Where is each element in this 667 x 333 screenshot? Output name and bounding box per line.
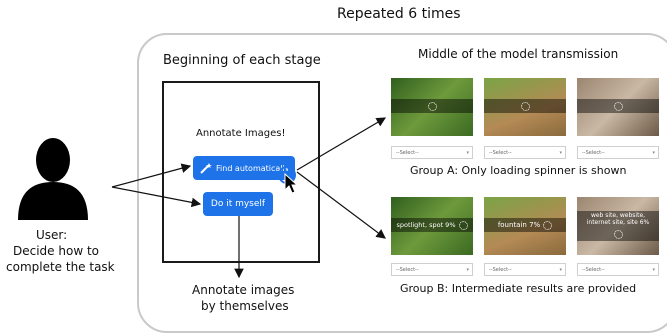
find-automatically-button[interactable]: Find automatically — [193, 156, 295, 180]
groupA-caption: Group A: Only loading spinner is shown — [410, 164, 627, 177]
chevron-down-icon: ▾ — [559, 266, 562, 273]
loading-spinner-icon — [520, 101, 530, 111]
arrow-auto-to-groupB — [296, 171, 386, 239]
do-it-myself-button[interactable]: Do it myself — [203, 192, 273, 216]
user-silhouette-icon — [18, 138, 88, 220]
user-label-3: complete the task — [6, 260, 115, 274]
loading-spinner-icon — [427, 101, 437, 111]
groupB-select-3[interactable]: --Select--▾ — [577, 263, 659, 276]
middle-title: Middle of the model transmission — [418, 47, 619, 61]
arrow-auto-to-groupA — [296, 117, 387, 171]
loading-spinner-icon — [613, 229, 623, 239]
do-it-myself-label: Do it myself — [210, 199, 266, 209]
phone-title: Annotate Images! — [196, 128, 286, 139]
groupA-select-1[interactable]: --Select--▾ — [391, 146, 473, 159]
magic-wand-icon — [200, 163, 212, 174]
groupB-select-1[interactable]: --Select--▾ — [391, 263, 473, 276]
groupA-thumb-2[interactable] — [484, 78, 566, 136]
user-label-1: User: — [36, 228, 68, 242]
stage-begin-title: Beginning of each stage — [163, 53, 321, 68]
arrow-user-to-manual — [111, 186, 202, 208]
groupB-caption: Group B: Intermediate results are provid… — [400, 282, 637, 295]
groupA-select-2[interactable]: --Select--▾ — [484, 146, 566, 159]
groupB-thumb-3[interactable]: web site, website, internet site, site 6… — [577, 197, 659, 255]
loading-spinner-icon — [458, 220, 468, 230]
chevron-down-icon: ▾ — [466, 149, 469, 156]
groupA-thumb-1[interactable] — [391, 78, 473, 136]
find-automatically-label: Find automatically — [216, 163, 288, 173]
groupA-thumb-3[interactable] — [577, 78, 659, 136]
chevron-down-icon: ▾ — [652, 149, 655, 156]
loading-spinner-icon — [613, 101, 623, 111]
groupA-select-3[interactable]: --Select--▾ — [577, 146, 659, 159]
loading-spinner-icon — [543, 220, 553, 230]
manual-result-1: Annotate images — [192, 283, 295, 297]
groupB-select-2[interactable]: --Select--▾ — [484, 263, 566, 276]
groupB-thumb-2[interactable]: fountain 7% — [484, 197, 566, 255]
cursor-click-icon — [278, 166, 299, 194]
chevron-down-icon: ▾ — [652, 266, 655, 273]
groupB-thumb-1[interactable]: spotlight, spot 9% — [391, 197, 473, 255]
chevron-down-icon: ▾ — [466, 266, 469, 273]
diagram-title: Repeated 6 times — [337, 6, 461, 22]
chevron-down-icon: ▾ — [559, 149, 562, 156]
arrow-user-to-auto — [111, 163, 192, 188]
user-label-2: Decide how to — [13, 244, 99, 258]
manual-result-2: by themselves — [201, 299, 289, 313]
